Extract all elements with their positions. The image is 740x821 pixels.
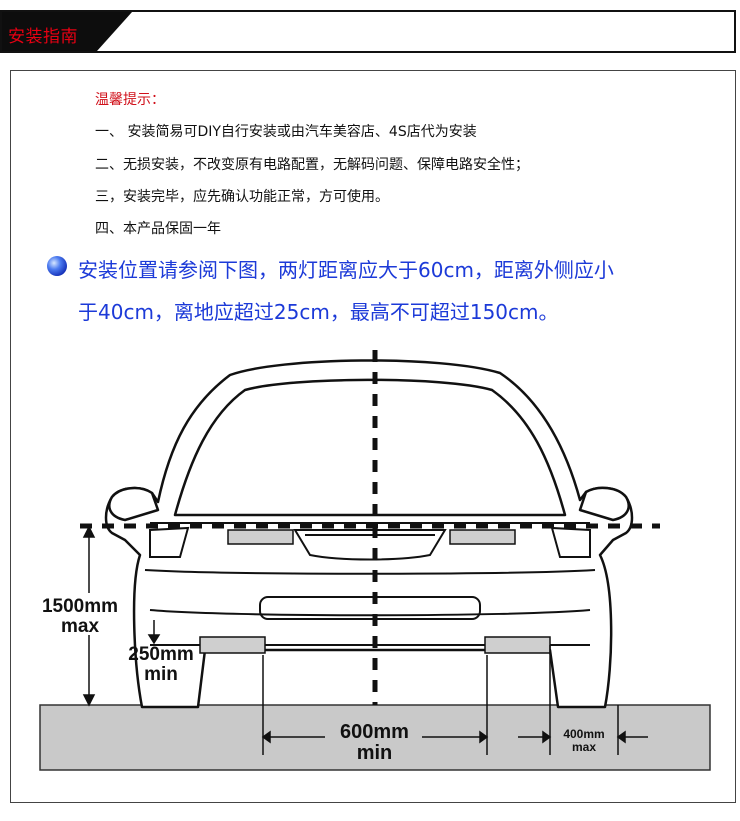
max-side-label: 400mm max — [550, 728, 618, 753]
tip-item-1: 一、 安装简易可DIY自行安装或由汽车美容店、4S店代为安装 — [95, 124, 477, 140]
max-height-value: 1500mm — [41, 596, 119, 617]
install-note-line-2: 于40cm，离地应超过25cm，最高不可超过150cm。 — [78, 300, 559, 324]
min-spacing-label: 600mm min — [327, 722, 422, 763]
header-tab: 安装指南 — [2, 12, 132, 51]
tip-item-4: 四、本产品保固一年 — [95, 221, 221, 237]
min-spacing-value: 600mm — [340, 721, 409, 743]
max-height-unit: max — [60, 616, 100, 637]
tip-item-2: 二、无损安装，不改变原有电路配置，无解码问题、保障电路安全性； — [95, 157, 529, 173]
left-light-position — [199, 636, 266, 654]
max-side-value: 400mm — [563, 727, 605, 741]
install-position-diagram: 1500mm max 250mm min 600mm min 400mm max — [30, 345, 720, 785]
tip-item-3: 三，安装完毕，应先确认功能正常，方可使用。 — [95, 189, 389, 205]
right-light-position — [484, 636, 551, 654]
bullet-icon — [47, 256, 67, 276]
car-front-illustration — [39, 350, 711, 771]
min-spacing-unit: min — [356, 742, 393, 764]
section-header: 安装指南 — [0, 10, 736, 53]
min-ground-label: 250mm min — [118, 645, 204, 684]
min-ground-unit: min — [144, 664, 178, 685]
max-side-unit: max — [571, 740, 597, 754]
max-height-label: 1500mm max — [40, 597, 120, 636]
tips-title: 温馨提示： — [95, 92, 165, 108]
min-ground-value: 250mm — [128, 644, 194, 665]
header-title: 安装指南 — [8, 27, 78, 47]
ground-strip — [39, 704, 711, 771]
install-note-line-1: 安装位置请参阅下图，两灯距离应大于60cm，距离外侧应小 — [78, 258, 614, 282]
